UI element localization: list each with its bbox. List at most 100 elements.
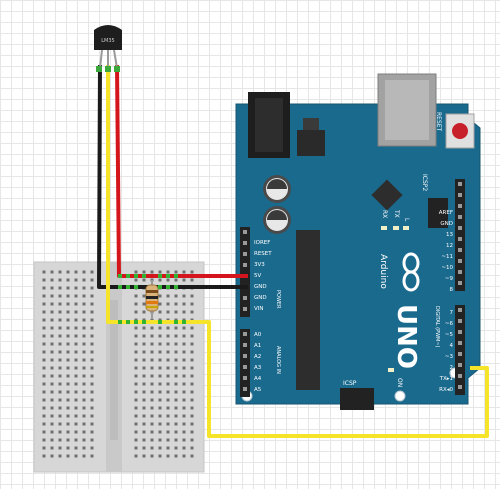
breadboard-hole <box>50 294 54 298</box>
pin-label: ~11 <box>441 254 453 260</box>
breadboard-hole <box>190 350 194 354</box>
connection-marker <box>166 285 170 289</box>
header-pin[interactable] <box>458 237 462 241</box>
breadboard-hole <box>66 382 70 386</box>
breadboard-hole <box>166 326 170 330</box>
breadboard <box>33 261 205 473</box>
header-pin[interactable] <box>458 352 462 356</box>
breadboard-hole <box>166 278 170 282</box>
header-pin[interactable] <box>458 385 462 389</box>
breadboard-hole <box>158 438 162 442</box>
yellow-wire[interactable] <box>106 65 489 438</box>
breadboard-hole <box>142 382 146 386</box>
breadboard-hole <box>134 310 138 314</box>
breadboard-hole <box>190 398 194 402</box>
header-pin[interactable] <box>458 281 462 285</box>
breadboard-hole <box>74 422 78 426</box>
header-pin[interactable] <box>243 376 247 380</box>
breadboard-hole <box>182 326 186 330</box>
breadboard-hole <box>50 366 54 370</box>
breadboard-hole <box>74 278 78 282</box>
header-pin[interactable] <box>458 363 462 367</box>
breadboard-hole <box>66 334 70 338</box>
header-pin[interactable] <box>243 263 247 267</box>
breadboard-hole <box>50 390 54 394</box>
header-pin[interactable] <box>243 387 247 391</box>
connection-marker <box>126 274 130 278</box>
breadboard-hole <box>50 382 54 386</box>
header-pin[interactable] <box>458 182 462 186</box>
breadboard-hole <box>142 414 146 418</box>
header-pin[interactable] <box>458 341 462 345</box>
header-pin[interactable] <box>458 215 462 219</box>
breadboard-hole <box>158 278 162 282</box>
icsp-header <box>340 388 374 410</box>
breadboard-hole <box>90 390 94 394</box>
breadboard-hole <box>158 270 162 274</box>
breadboard-hole <box>174 310 178 314</box>
temperature-sensor[interactable]: LM35 <box>94 25 122 72</box>
breadboard-hole <box>190 414 194 418</box>
breadboard-hole <box>90 430 94 434</box>
pin-label: 13 <box>446 232 453 238</box>
black-wire[interactable] <box>97 64 248 289</box>
header-pin[interactable] <box>243 230 247 234</box>
breadboard-hole <box>42 310 46 314</box>
breadboard-hole <box>42 454 46 458</box>
header-pin[interactable] <box>458 308 462 312</box>
breadboard-hole <box>158 406 162 410</box>
header-pin[interactable] <box>458 204 462 208</box>
breadboard-hole <box>142 406 146 410</box>
connection-marker <box>166 274 170 278</box>
pin-label: ~9 <box>445 276 454 282</box>
breadboard-hole <box>74 318 78 322</box>
reset-button[interactable] <box>445 113 475 149</box>
breadboard-hole <box>42 438 46 442</box>
breadboard-hole <box>42 446 46 450</box>
breadboard-hole <box>158 430 162 434</box>
header-pin[interactable] <box>458 248 462 252</box>
breadboard-hole <box>58 278 62 282</box>
breadboard-hole <box>42 414 46 418</box>
breadboard-hole <box>82 294 86 298</box>
header-pin[interactable] <box>458 330 462 334</box>
breadboard-hole <box>142 438 146 442</box>
header-pin[interactable] <box>458 193 462 197</box>
tx-label: TX <box>393 209 400 218</box>
header-pin[interactable] <box>243 252 247 256</box>
breadboard-hole <box>42 342 46 346</box>
breadboard-hole <box>58 438 62 442</box>
header-pin[interactable] <box>458 374 462 378</box>
header-pin[interactable] <box>243 343 247 347</box>
breadboard-hole <box>50 302 54 306</box>
header-pin[interactable] <box>458 319 462 323</box>
breadboard-hole <box>174 342 178 346</box>
header-pin[interactable] <box>243 354 247 358</box>
red-wire[interactable] <box>115 64 248 278</box>
pin-label: GND <box>440 221 453 227</box>
header-pin[interactable] <box>243 332 247 336</box>
breadboard-hole <box>150 390 154 394</box>
breadboard-hole <box>182 350 186 354</box>
breadboard-hole <box>182 302 186 306</box>
header-pin[interactable] <box>243 241 247 245</box>
breadboard-hole <box>174 302 178 306</box>
header-pin[interactable] <box>243 365 247 369</box>
connection-marker <box>158 274 162 278</box>
breadboard-hole <box>174 422 178 426</box>
breadboard-hole <box>90 310 94 314</box>
breadboard-hole <box>142 366 146 370</box>
breadboard-hole <box>166 374 170 378</box>
header-pin[interactable] <box>243 296 247 300</box>
breadboard-hole <box>82 374 86 378</box>
header-pin[interactable] <box>458 226 462 230</box>
breadboard-hole <box>74 334 78 338</box>
breadboard-hole <box>182 454 186 458</box>
header-pin[interactable] <box>458 259 462 263</box>
breadboard-hole <box>58 454 62 458</box>
breadboard-hole <box>134 382 138 386</box>
connection-marker <box>118 274 122 278</box>
header-pin[interactable] <box>458 270 462 274</box>
connection-marker <box>118 285 122 289</box>
header-pin[interactable] <box>243 307 247 311</box>
